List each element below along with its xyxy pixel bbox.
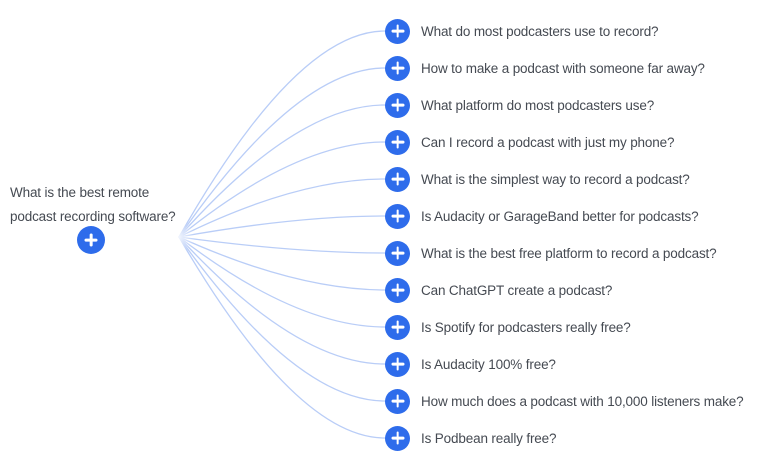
- connector-line: [178, 104, 386, 238]
- connector-line: [178, 236, 386, 402]
- branch-question-label: Is Spotify for podcasters really free?: [421, 319, 631, 335]
- plus-icon: [77, 226, 105, 254]
- plus-icon: [385, 167, 410, 192]
- connector-line: [178, 178, 386, 238]
- branch-node: Can ChatGPT create a podcast?: [385, 277, 612, 303]
- root-expand-button[interactable]: [77, 226, 105, 254]
- plus-icon: [385, 93, 410, 118]
- branch-expand-button[interactable]: [385, 425, 410, 451]
- branch-expand-button[interactable]: [385, 388, 410, 414]
- branch-node: What is the best free platform to record…: [385, 240, 717, 266]
- plus-icon: [385, 130, 410, 155]
- plus-icon: [385, 56, 410, 81]
- branch-node: Can I record a podcast with just my phon…: [385, 129, 674, 155]
- branch-question-label: Is Podbean really free?: [421, 430, 557, 446]
- plus-icon: [385, 19, 410, 44]
- connector-line: [178, 30, 386, 238]
- branch-expand-button[interactable]: [385, 203, 410, 229]
- branch-node: Is Podbean really free?: [385, 425, 557, 451]
- plus-icon: [385, 278, 410, 303]
- connector-line: [178, 236, 386, 291]
- connector-line: [178, 215, 386, 238]
- branch-expand-button[interactable]: [385, 314, 410, 340]
- branch-question-label: How much does a podcast with 10,000 list…: [421, 393, 744, 409]
- branch-question-label: How to make a podcast with someone far a…: [421, 60, 705, 76]
- plus-icon: [385, 241, 410, 266]
- branch-node: Is Spotify for podcasters really free?: [385, 314, 631, 340]
- branch-node: What is the simplest way to record a pod…: [385, 166, 690, 192]
- branch-expand-button[interactable]: [385, 240, 410, 266]
- branch-node: Is Audacity 100% free?: [385, 351, 556, 377]
- branch-expand-button[interactable]: [385, 166, 410, 192]
- branch-expand-button[interactable]: [385, 92, 410, 118]
- branch-node: How much does a podcast with 10,000 list…: [385, 388, 744, 414]
- branch-expand-button[interactable]: [385, 351, 410, 377]
- branch-question-label: What platform do most podcasters use?: [421, 97, 655, 113]
- root-node: What is the best remote podcast recordin…: [10, 181, 220, 254]
- plus-icon: [385, 204, 410, 229]
- branch-expand-button[interactable]: [385, 129, 410, 155]
- connector-line: [178, 67, 386, 238]
- branch-node: What platform do most podcasters use?: [385, 92, 654, 118]
- branch-question-label: Can I record a podcast with just my phon…: [421, 134, 675, 150]
- connector-line: [178, 141, 386, 238]
- branch-question-label: What is the simplest way to record a pod…: [421, 171, 690, 187]
- branch-node: What do most podcasters use to record?: [385, 18, 659, 44]
- branch-expand-button[interactable]: [385, 55, 410, 81]
- plus-icon: [385, 352, 410, 377]
- plus-icon: [385, 315, 410, 340]
- branch-question-label: What is the best free platform to record…: [421, 245, 717, 261]
- branch-question-label: Is Audacity or GarageBand better for pod…: [421, 208, 699, 224]
- branch-question-label: Is Audacity 100% free?: [421, 356, 556, 372]
- root-question-label: What is the best remote podcast recordin…: [10, 185, 176, 224]
- branch-question-label: Can ChatGPT create a podcast?: [421, 282, 613, 298]
- branch-node: Is Audacity or GarageBand better for pod…: [385, 203, 699, 229]
- connector-line: [178, 236, 386, 328]
- plus-icon: [385, 389, 410, 414]
- connector-line: [178, 236, 386, 365]
- connector-line: [178, 236, 386, 254]
- branch-node: How to make a podcast with someone far a…: [385, 55, 705, 81]
- branch-expand-button[interactable]: [385, 277, 410, 303]
- plus-icon: [385, 426, 410, 451]
- branch-question-label: What do most podcasters use to record?: [421, 23, 659, 39]
- connector-line: [178, 236, 386, 439]
- branch-expand-button[interactable]: [385, 18, 410, 44]
